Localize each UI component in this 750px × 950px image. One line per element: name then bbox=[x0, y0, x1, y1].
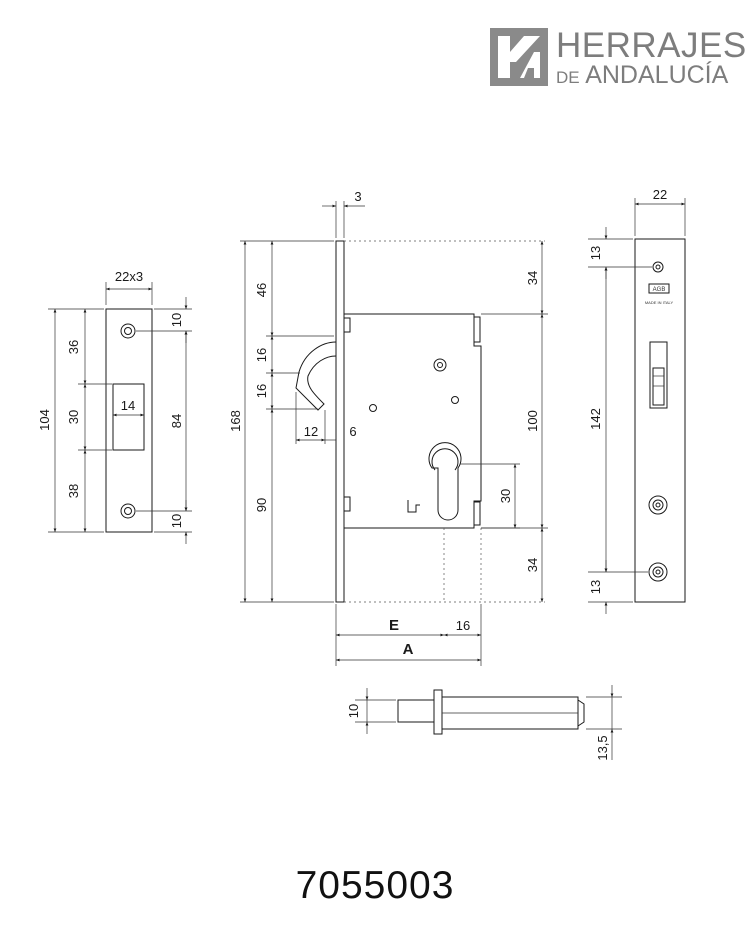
pin-shaft bbox=[397, 699, 435, 723]
lower-height-label: 90 bbox=[254, 498, 269, 512]
overall-depth-label: A bbox=[403, 641, 414, 658]
hook-height-1-label: 16 bbox=[254, 348, 269, 362]
strike-plate-opening bbox=[112, 383, 145, 451]
lock-case-outline bbox=[344, 313, 482, 529]
lock-faceplate-outline bbox=[335, 240, 345, 603]
brand-name-region: ANDALUCÍA bbox=[585, 61, 729, 89]
faceplate-cylinder-screw-icon bbox=[648, 495, 668, 515]
strike-screw-hole-bottom-icon bbox=[120, 503, 136, 519]
hook-top-offset-label: 46 bbox=[254, 283, 269, 297]
hook-bolt-icon bbox=[295, 341, 337, 411]
strike-screw-hole-top-icon bbox=[120, 323, 136, 339]
case-screw-icon bbox=[433, 358, 447, 372]
backset-label: E bbox=[389, 617, 399, 634]
top-case-offset-label: 34 bbox=[525, 271, 540, 285]
strike-hole-spacing-label: 84 bbox=[169, 414, 184, 428]
brand-logo: HERRAJES DE ANDALUCÍA bbox=[490, 26, 746, 90]
cylinder-height-label: 30 bbox=[498, 489, 513, 503]
pin-length-label: 13,5 bbox=[595, 735, 610, 760]
cylinder-offset-label: 16 bbox=[456, 618, 470, 633]
pin-collar bbox=[433, 689, 443, 735]
hook-height-2-label: 16 bbox=[254, 384, 269, 398]
strike-height-label: 104 bbox=[37, 409, 52, 431]
faceplate-bottom-hole-offset-label: 13 bbox=[588, 580, 603, 594]
faceplate-front-outline bbox=[634, 238, 686, 603]
lock-total-height-label: 168 bbox=[228, 410, 243, 432]
faceplate-screw-top-icon bbox=[652, 261, 664, 273]
hook-gap-label: 6 bbox=[349, 424, 356, 439]
strike-hole-offset-top-label: 10 bbox=[169, 313, 184, 327]
strike-segment-top-label: 36 bbox=[66, 340, 81, 354]
brand-name-line2: DE ANDALUCÍA bbox=[556, 61, 728, 90]
faceplate-thickness-label: 3 bbox=[354, 189, 361, 204]
pin-detail: 10 13,5 bbox=[346, 685, 622, 761]
hook-depth-label: 12 bbox=[304, 424, 318, 439]
brand-name-line1: HERRAJES bbox=[556, 26, 747, 65]
strike-segment-mid-label: 30 bbox=[66, 410, 81, 424]
bottom-case-offset-label: 34 bbox=[525, 558, 540, 572]
faceplate-screw-bottom-icon bbox=[648, 562, 668, 582]
strike-segment-bottom-label: 38 bbox=[66, 484, 81, 498]
faceplate-hole-spacing-label: 142 bbox=[588, 408, 603, 430]
logo-mark-icon bbox=[490, 28, 548, 86]
strike-opening-width-label: 14 bbox=[121, 398, 135, 413]
strike-plate: 22x3 104 36 30 38 14 10 84 10 bbox=[37, 269, 192, 544]
pin-diameter-label: 10 bbox=[346, 704, 361, 718]
lock-body: 3 168 46 16 16 90 12 6 34 100 bbox=[228, 189, 548, 666]
faceplate-hook-slot bbox=[649, 341, 668, 409]
faceplate-origin-mark: MADE IN ITALY bbox=[645, 300, 674, 305]
faceplate-front-view: AGB MADE IN ITALY 22 13 142 13 bbox=[588, 187, 686, 614]
strike-plate-outline bbox=[105, 308, 153, 533]
faceplate-top-hole-offset-label: 13 bbox=[588, 246, 603, 260]
cylinder-cutout-icon bbox=[428, 442, 462, 521]
faceplate-width-label: 22 bbox=[653, 187, 667, 202]
faceplate-brand-mark: AGB bbox=[653, 287, 666, 293]
brand-name-prefix: DE bbox=[556, 68, 580, 87]
case-height-label: 100 bbox=[525, 410, 540, 432]
product-reference: 7055003 bbox=[295, 864, 455, 907]
strike-hole-offset-bottom-label: 10 bbox=[169, 514, 184, 528]
strike-width-label: 22x3 bbox=[115, 269, 143, 284]
